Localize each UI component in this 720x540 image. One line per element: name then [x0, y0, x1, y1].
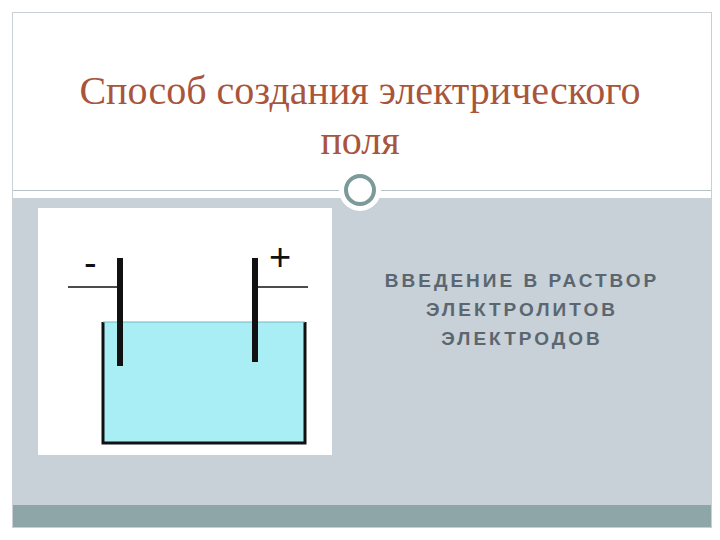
slide-frame — [13, 13, 712, 528]
cathode-lead — [68, 286, 117, 288]
liquid-surface — [103, 322, 305, 323]
cathode — [117, 258, 123, 366]
picture-ground — [38, 208, 332, 455]
grey-band — [13, 198, 711, 505]
separator-circle — [346, 176, 374, 204]
bottom-strip — [13, 505, 711, 527]
separator-circle-bg — [341, 171, 379, 209]
slide-body-text: ВВЕДЕНИЕ В РАСТВОР ЭЛЕКТРОЛИТОВ ЭЛЕКТРОД… — [372, 266, 672, 353]
anode — [252, 258, 258, 362]
beaker — [103, 322, 305, 443]
anode-lead — [258, 286, 308, 288]
slide-title: Способ создания электрического поля — [60, 66, 660, 166]
minus-sign: - — [84, 244, 97, 282]
electrolyte — [103, 322, 305, 443]
plus-sign: + — [269, 238, 291, 276]
